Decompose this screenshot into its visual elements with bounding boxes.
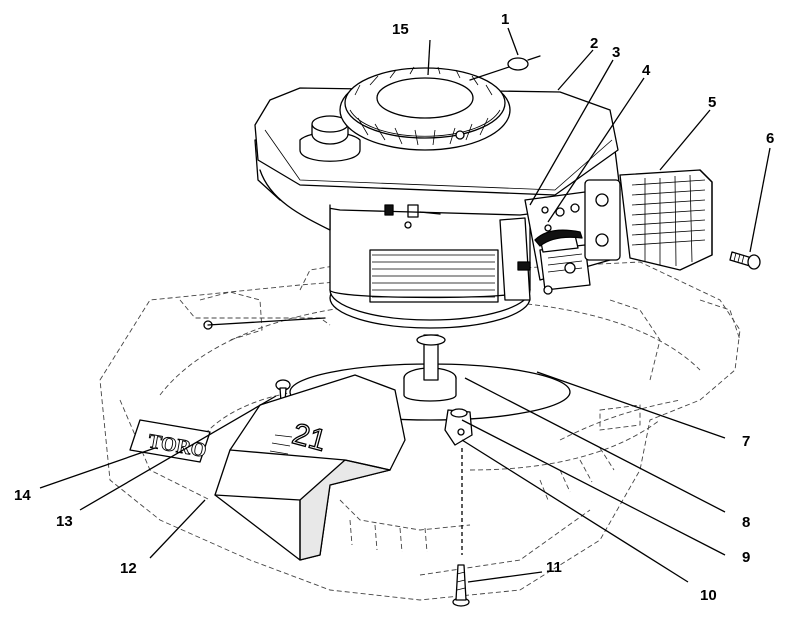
bracket-9-10 (444, 408, 473, 446)
gas-cap (299, 115, 361, 162)
carburetor-bracket (524, 179, 621, 295)
recoil-starter (339, 66, 511, 151)
callout-10: 10 (700, 587, 717, 604)
callout-7: 7 (742, 433, 750, 450)
callout-1: 1 (501, 11, 509, 28)
callout-3: 3 (612, 44, 620, 61)
callout-15: 15 (392, 21, 409, 38)
muffler-guard (619, 169, 713, 271)
callout-labels: 1 2 3 4 5 6 7 8 9 10 11 12 13 14 15 (14, 11, 774, 604)
callout-12: 12 (120, 560, 137, 577)
callout-8: 8 (742, 514, 750, 531)
leader-lines (39, 27, 771, 583)
callout-2: 2 (590, 35, 598, 52)
callout-6: 6 (766, 130, 774, 147)
callout-14: 14 (14, 487, 31, 504)
callout-9: 9 (742, 549, 750, 566)
deck-clip (203, 317, 326, 330)
callout-11: 11 (546, 559, 562, 576)
bolt-11 (452, 564, 470, 607)
callout-4: 4 (642, 62, 651, 79)
starter-rope-handle (469, 55, 541, 81)
callout-13: 13 (56, 513, 73, 530)
callout-5: 5 (708, 94, 716, 111)
bolt-6 (729, 251, 761, 270)
deflector-cover: 21 (214, 374, 406, 561)
